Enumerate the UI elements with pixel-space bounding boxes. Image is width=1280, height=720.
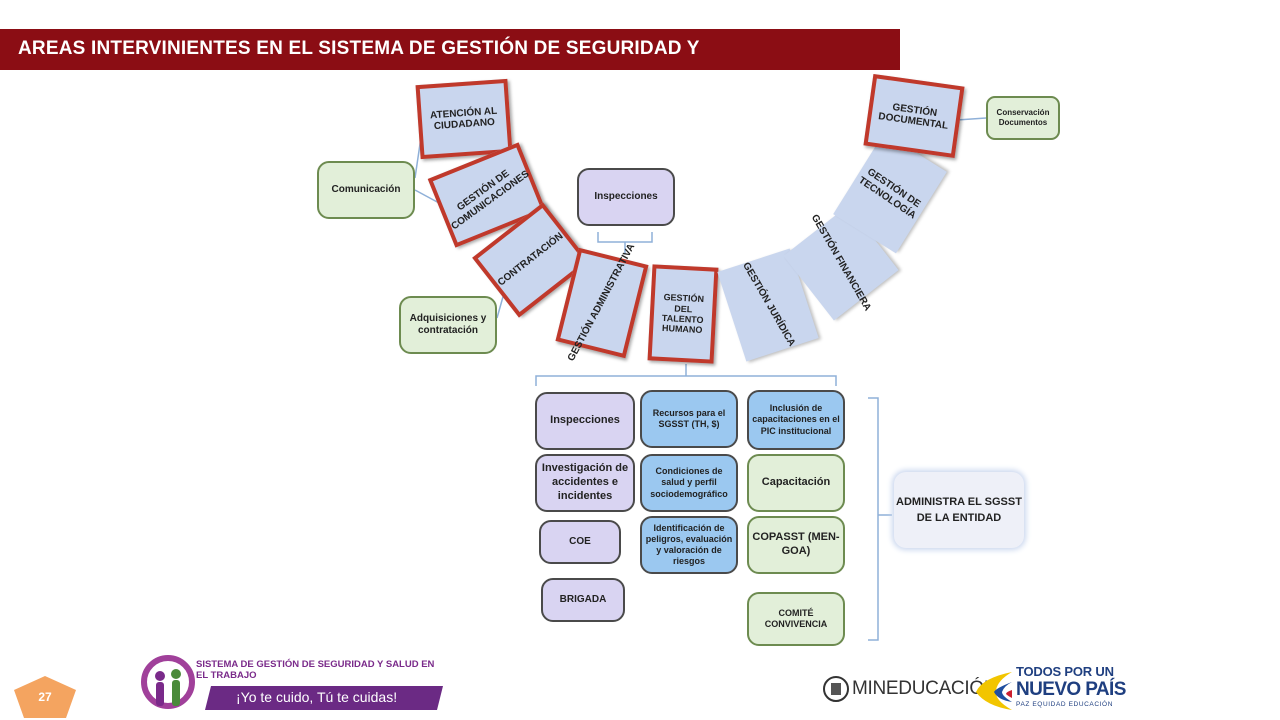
arc-unit-label: ATENCIÓN AL CIUDADANO — [429, 105, 498, 133]
grid-condiciones-label: Condiciones de salud y perfil sociodemog… — [650, 466, 728, 499]
page-number: 27 — [38, 690, 52, 704]
grid-investigacion: Investigación de accidentes e incidentes — [535, 454, 635, 512]
grid-copasst-label: COPASST (MEN-GOA) — [752, 531, 840, 557]
arc-unit-documental: GESTIÓN DOCUMENTAL — [863, 73, 965, 159]
grid-coe: COE — [539, 520, 621, 564]
grid-identificacion: Identificación de peligros, evaluación y… — [640, 516, 738, 574]
inspecciones-top-label: Inspecciones — [594, 190, 658, 202]
arc-unit-talento: GESTIÓN DEL TALENTO HUMANO — [647, 264, 719, 364]
arc-unit-atencion: ATENCIÓN AL CIUDADANO — [415, 78, 513, 160]
gov-line-1: TODOS POR UN — [1016, 664, 1114, 679]
inspecciones-top-box: Inspecciones — [577, 168, 675, 226]
grid-inspecciones-label: Inspecciones — [550, 414, 620, 427]
arc-unit-label: CONTRATACIÓN — [496, 230, 566, 289]
grid-recursos: Recursos para el SGSST (TH, $) — [640, 390, 738, 448]
arc-unit-label: GESTIÓN JURÍDICA — [739, 260, 797, 349]
title-bar: AREAS INTERVINIENTES EN EL SISTEMA DE GE… — [0, 29, 900, 70]
grid-brigada: BRIGADA — [541, 578, 625, 622]
comunicacion-label: Comunicación — [331, 183, 401, 195]
government-flag-icon — [976, 672, 1012, 710]
grid-recursos-label: Recursos para el SGSST (TH, $) — [652, 407, 726, 429]
arc-unit-label: GESTIÓN DOCUMENTAL — [877, 101, 949, 132]
conservacion-label: Conservación Documentos — [996, 108, 1050, 127]
grid-comite-label: COMITÉ CONVIVENCIA — [764, 607, 828, 629]
slide-title: AREAS INTERVINIENTES EN EL SISTEMA DE GE… — [18, 38, 700, 59]
arc-unit-label: GESTIÓN DEL TALENTO HUMANO — [661, 292, 705, 336]
coat-of-arms-icon — [823, 676, 849, 702]
grid-inclusion: Inclusión de capacitaciones en el PIC in… — [747, 390, 845, 450]
slogan-text: ¡Yo te cuido, Tú te cuidas! — [236, 689, 398, 705]
gov-line-3: PAZ EQUIDAD EDUCACIÓN — [1016, 701, 1113, 708]
grid-identificacion-label: Identificación de peligros, evaluación y… — [645, 522, 733, 567]
ministry-name: MINEDUCACIÓN — [852, 678, 998, 699]
grid-inspecciones: Inspecciones — [535, 392, 635, 450]
administra-label: ADMINISTRA EL SGSST DE LA ENTIDAD — [896, 495, 1022, 525]
adquisiciones-box: Adquisiciones y contratación — [399, 296, 497, 354]
comunicacion-box: Comunicación — [317, 161, 415, 219]
adquisiciones-label: Adquisiciones y contratación — [409, 312, 487, 337]
grid-comite: COMITÉ CONVIVENCIA — [747, 592, 845, 646]
grid-coe-label: COE — [569, 535, 591, 547]
sgsst-logo-icon — [141, 655, 195, 709]
grid-investigacion-label: Investigación de accidentes e incidentes — [541, 462, 629, 502]
conservacion-box: Conservación Documentos — [986, 96, 1060, 140]
grid-capacitacion: Capacitación — [747, 454, 845, 512]
grid-inclusion-label: Inclusión de capacitaciones en el PIC in… — [752, 403, 840, 436]
page-number-badge — [14, 676, 76, 718]
system-title: SISTEMA DE GESTIÓN DE SEGURIDAD Y SALUD … — [196, 659, 435, 681]
arc-unit-label: GESTIÓN ADMINISTRATIVA — [566, 242, 638, 364]
grid-brigada-label: BRIGADA — [559, 593, 607, 605]
administra-box: ADMINISTRA EL SGSST DE LA ENTIDAD — [894, 472, 1024, 548]
gov-line-2: NUEVO PAÍS — [1016, 679, 1126, 700]
grid-capacitacion-label: Capacitación — [761, 476, 831, 489]
grid-copasst: COPASST (MEN-GOA) — [747, 516, 845, 574]
grid-condiciones: Condiciones de salud y perfil sociodemog… — [640, 454, 738, 512]
arc-unit-label: GESTIÓN DE TECNOLOGÍA — [856, 166, 923, 221]
